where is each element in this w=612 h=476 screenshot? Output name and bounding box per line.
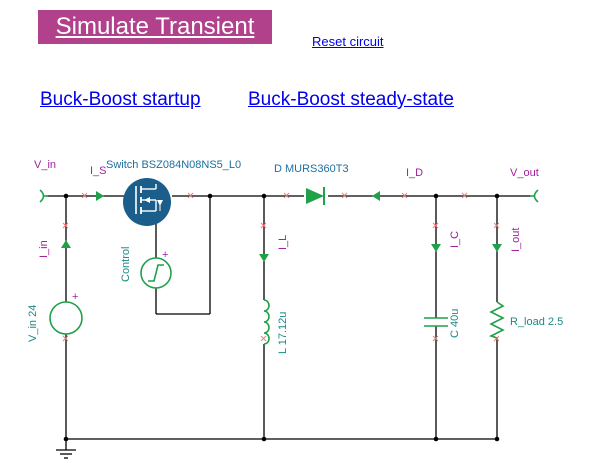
i-in-arrow-icon	[61, 240, 71, 248]
i-c-label: I_C	[449, 231, 461, 248]
example-buck-boost-steady-state-link[interactable]: Buck-Boost steady-state	[248, 89, 454, 110]
i-s-arrow-icon	[96, 191, 104, 201]
ground-symbol	[56, 449, 76, 459]
i-d-arrow-icon	[372, 191, 380, 201]
v-in-source[interactable]: +	[49, 291, 83, 335]
v-out-label: V_out	[510, 167, 539, 179]
diode[interactable]	[306, 187, 325, 205]
simulate-transient-button[interactable]: Simulate Transient	[38, 10, 272, 44]
control-source[interactable]: +	[140, 249, 172, 289]
reset-circuit-link[interactable]: Reset circuit	[312, 34, 384, 49]
control-plus: +	[162, 249, 168, 261]
i-s-label: I_S	[90, 165, 107, 177]
switch-label: Switch BSZ084N08NS5_L0	[106, 159, 241, 171]
capacitor[interactable]	[424, 317, 448, 327]
v-in-terminal[interactable]	[39, 189, 48, 203]
i-out-label: I_out	[510, 228, 522, 252]
v-out-terminal[interactable]	[530, 189, 539, 203]
i-in-label: I_in	[38, 240, 50, 258]
probe-marks	[62, 192, 500, 342]
mosfet-switch[interactable]	[123, 178, 171, 226]
junction-nodes	[63, 193, 500, 442]
diode-label: D MURS360T3	[274, 163, 349, 175]
i-l-label: I_L	[277, 235, 289, 250]
capacitor-label: C 40u	[449, 309, 461, 338]
r-load-label: R_load 2.5	[510, 316, 563, 328]
i-d-label: I_D	[406, 167, 423, 179]
v-in-source-label: V_in 24	[27, 305, 39, 342]
i-c-arrow-icon	[431, 244, 441, 252]
v-in-label: V_in	[34, 159, 56, 171]
i-out-arrow-icon	[492, 244, 502, 252]
example-buck-boost-startup-link[interactable]: Buck-Boost startup	[40, 89, 201, 110]
load-resistor[interactable]	[488, 301, 505, 339]
inductor[interactable]	[263, 299, 270, 345]
current-arrows	[61, 191, 502, 262]
i-l-arrow-icon	[259, 254, 269, 262]
inductor-label: L 17.12u	[277, 312, 289, 354]
v-in-source-plus: +	[72, 291, 78, 303]
control-label: Control	[120, 247, 132, 282]
